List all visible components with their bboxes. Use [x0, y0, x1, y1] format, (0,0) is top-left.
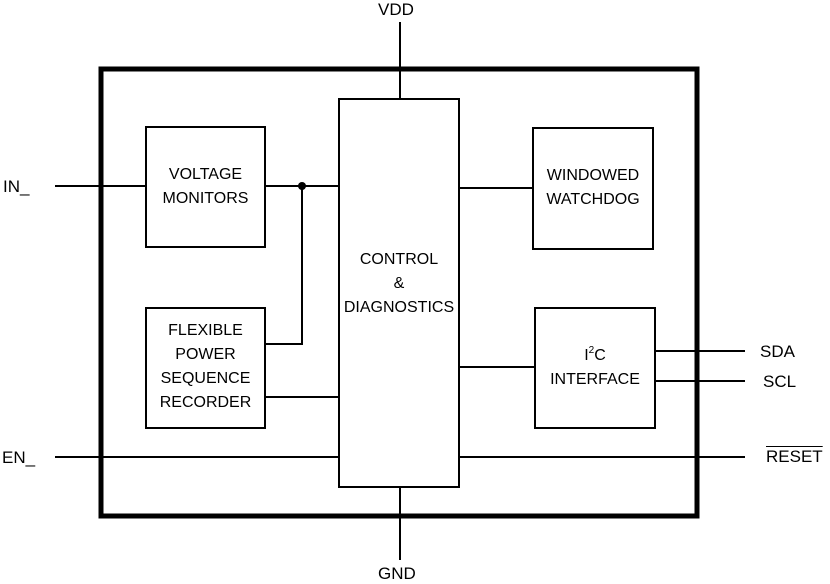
gnd-pin-label: GND — [378, 564, 416, 583]
in-pin-label: IN_ — [3, 177, 30, 196]
reset-pin-label: RESET — [766, 447, 823, 466]
i2c-interface-label: I2C INTERFACE — [550, 344, 640, 388]
power-sequence-recorder-block — [145, 307, 266, 429]
en-pin-label: EN_ — [2, 448, 36, 467]
scl-pin-label: SCL — [763, 372, 797, 391]
voltage-monitors-label: VOLTAGE MONITORS — [162, 166, 249, 207]
windowed-watchdog-label: WINDOWED WATCHDOG — [546, 167, 640, 208]
vdd-pin-label: VDD — [378, 0, 414, 19]
junction-dot — [298, 182, 306, 190]
sda-pin-label: SDA — [760, 342, 795, 361]
power-sequence-recorder-label: FLEXIBLE POWER SEQUENCE RECORDER — [159, 322, 252, 411]
recorder-tap-line — [265, 186, 303, 345]
control-diagnostics-label: CONTROL & DIAGNOSTICS — [343, 251, 455, 316]
